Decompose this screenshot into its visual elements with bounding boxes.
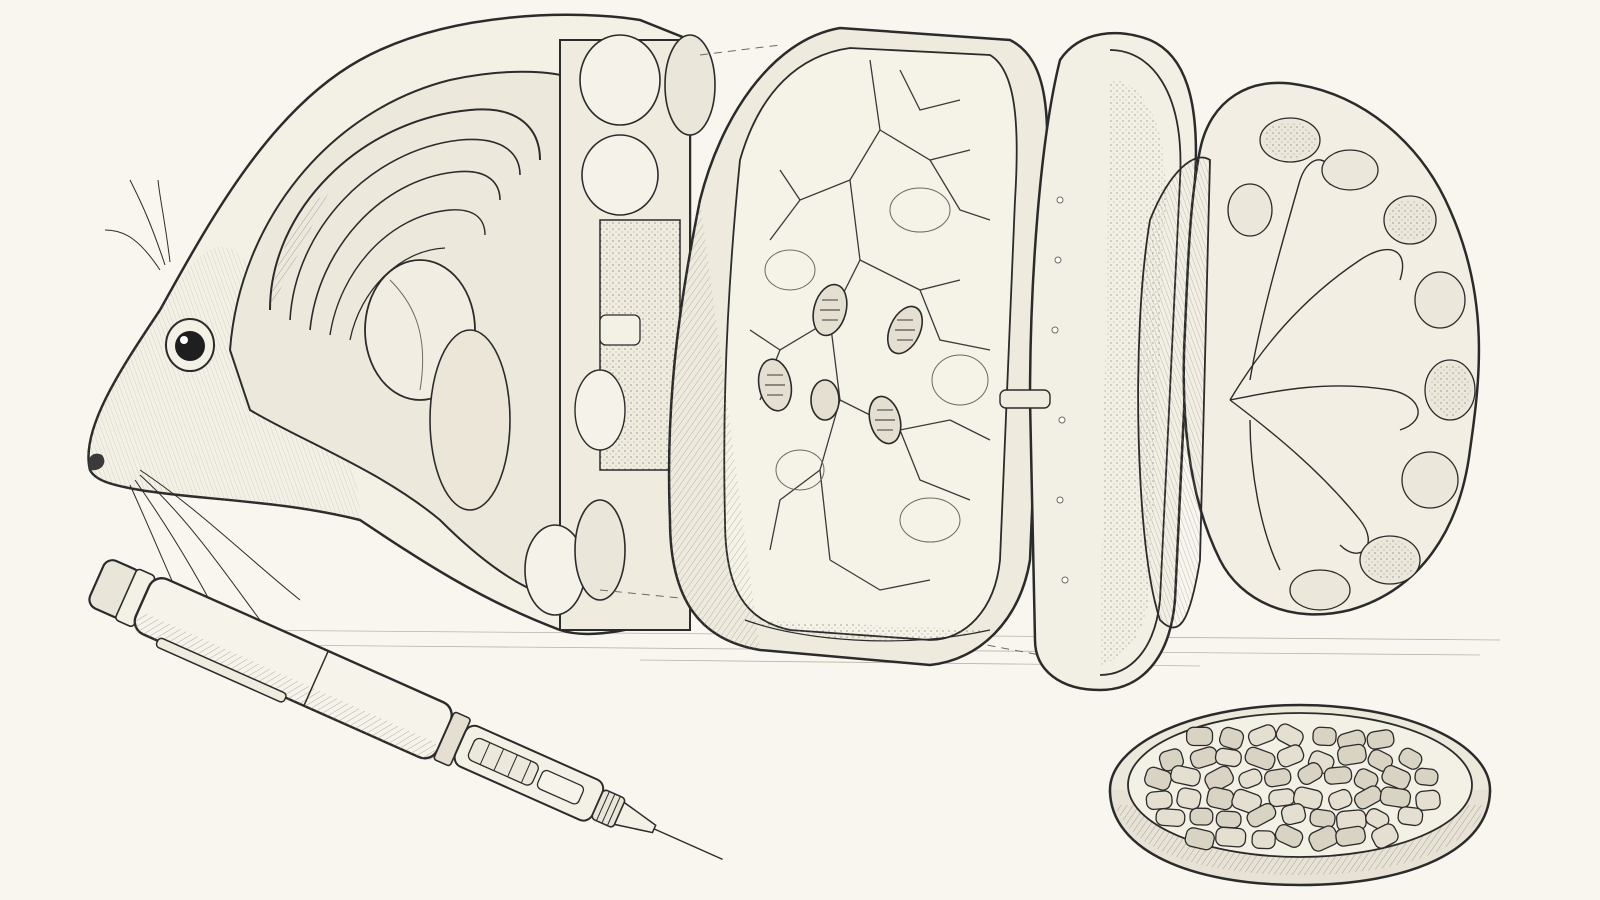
pellet [1184, 827, 1215, 851]
pellet [1144, 766, 1173, 791]
pellet [1280, 803, 1307, 826]
pellet [1218, 726, 1245, 750]
pellet [1145, 790, 1173, 811]
rodent-head-cross-section [87, 13, 1041, 656]
pellet [1204, 765, 1234, 793]
pellet [1185, 726, 1214, 747]
pellet [1414, 767, 1439, 787]
pellet [1251, 830, 1276, 850]
cell-organelles [757, 283, 924, 445]
pellet [1215, 826, 1247, 848]
pellet [1323, 766, 1353, 785]
pellet [1353, 785, 1383, 810]
pellet [1366, 729, 1395, 750]
pellet [1398, 747, 1423, 770]
pellet [1247, 724, 1277, 747]
pellet [1155, 808, 1186, 828]
lobed-organ-section [1137, 81, 1481, 629]
pellet [1275, 723, 1304, 748]
pellet [1274, 823, 1304, 848]
pellet [1246, 802, 1277, 828]
insulin-pen [88, 559, 723, 861]
pellet [1415, 789, 1441, 811]
pellet [1397, 806, 1424, 827]
pellet [1371, 823, 1399, 849]
pellet [1215, 810, 1242, 829]
pellet [1189, 807, 1214, 826]
pellet [1292, 786, 1323, 810]
pellet [1381, 765, 1412, 790]
pellet [1214, 747, 1242, 768]
pellet [1244, 746, 1276, 771]
pellet [1379, 786, 1412, 809]
pellet [1309, 808, 1336, 829]
pellet [1238, 768, 1263, 789]
pellet [1336, 743, 1367, 766]
pellet [1335, 825, 1366, 847]
dish-of-pellets [1108, 703, 1492, 887]
pellet [1312, 726, 1337, 747]
vascular-tissue-slice [667, 26, 1049, 667]
pellets [1144, 723, 1441, 852]
pellet [1263, 767, 1292, 788]
pellet [1176, 787, 1202, 810]
pellet [1297, 762, 1323, 786]
pellet [1328, 788, 1353, 811]
pellet [1276, 744, 1305, 768]
pellet [1170, 765, 1201, 787]
